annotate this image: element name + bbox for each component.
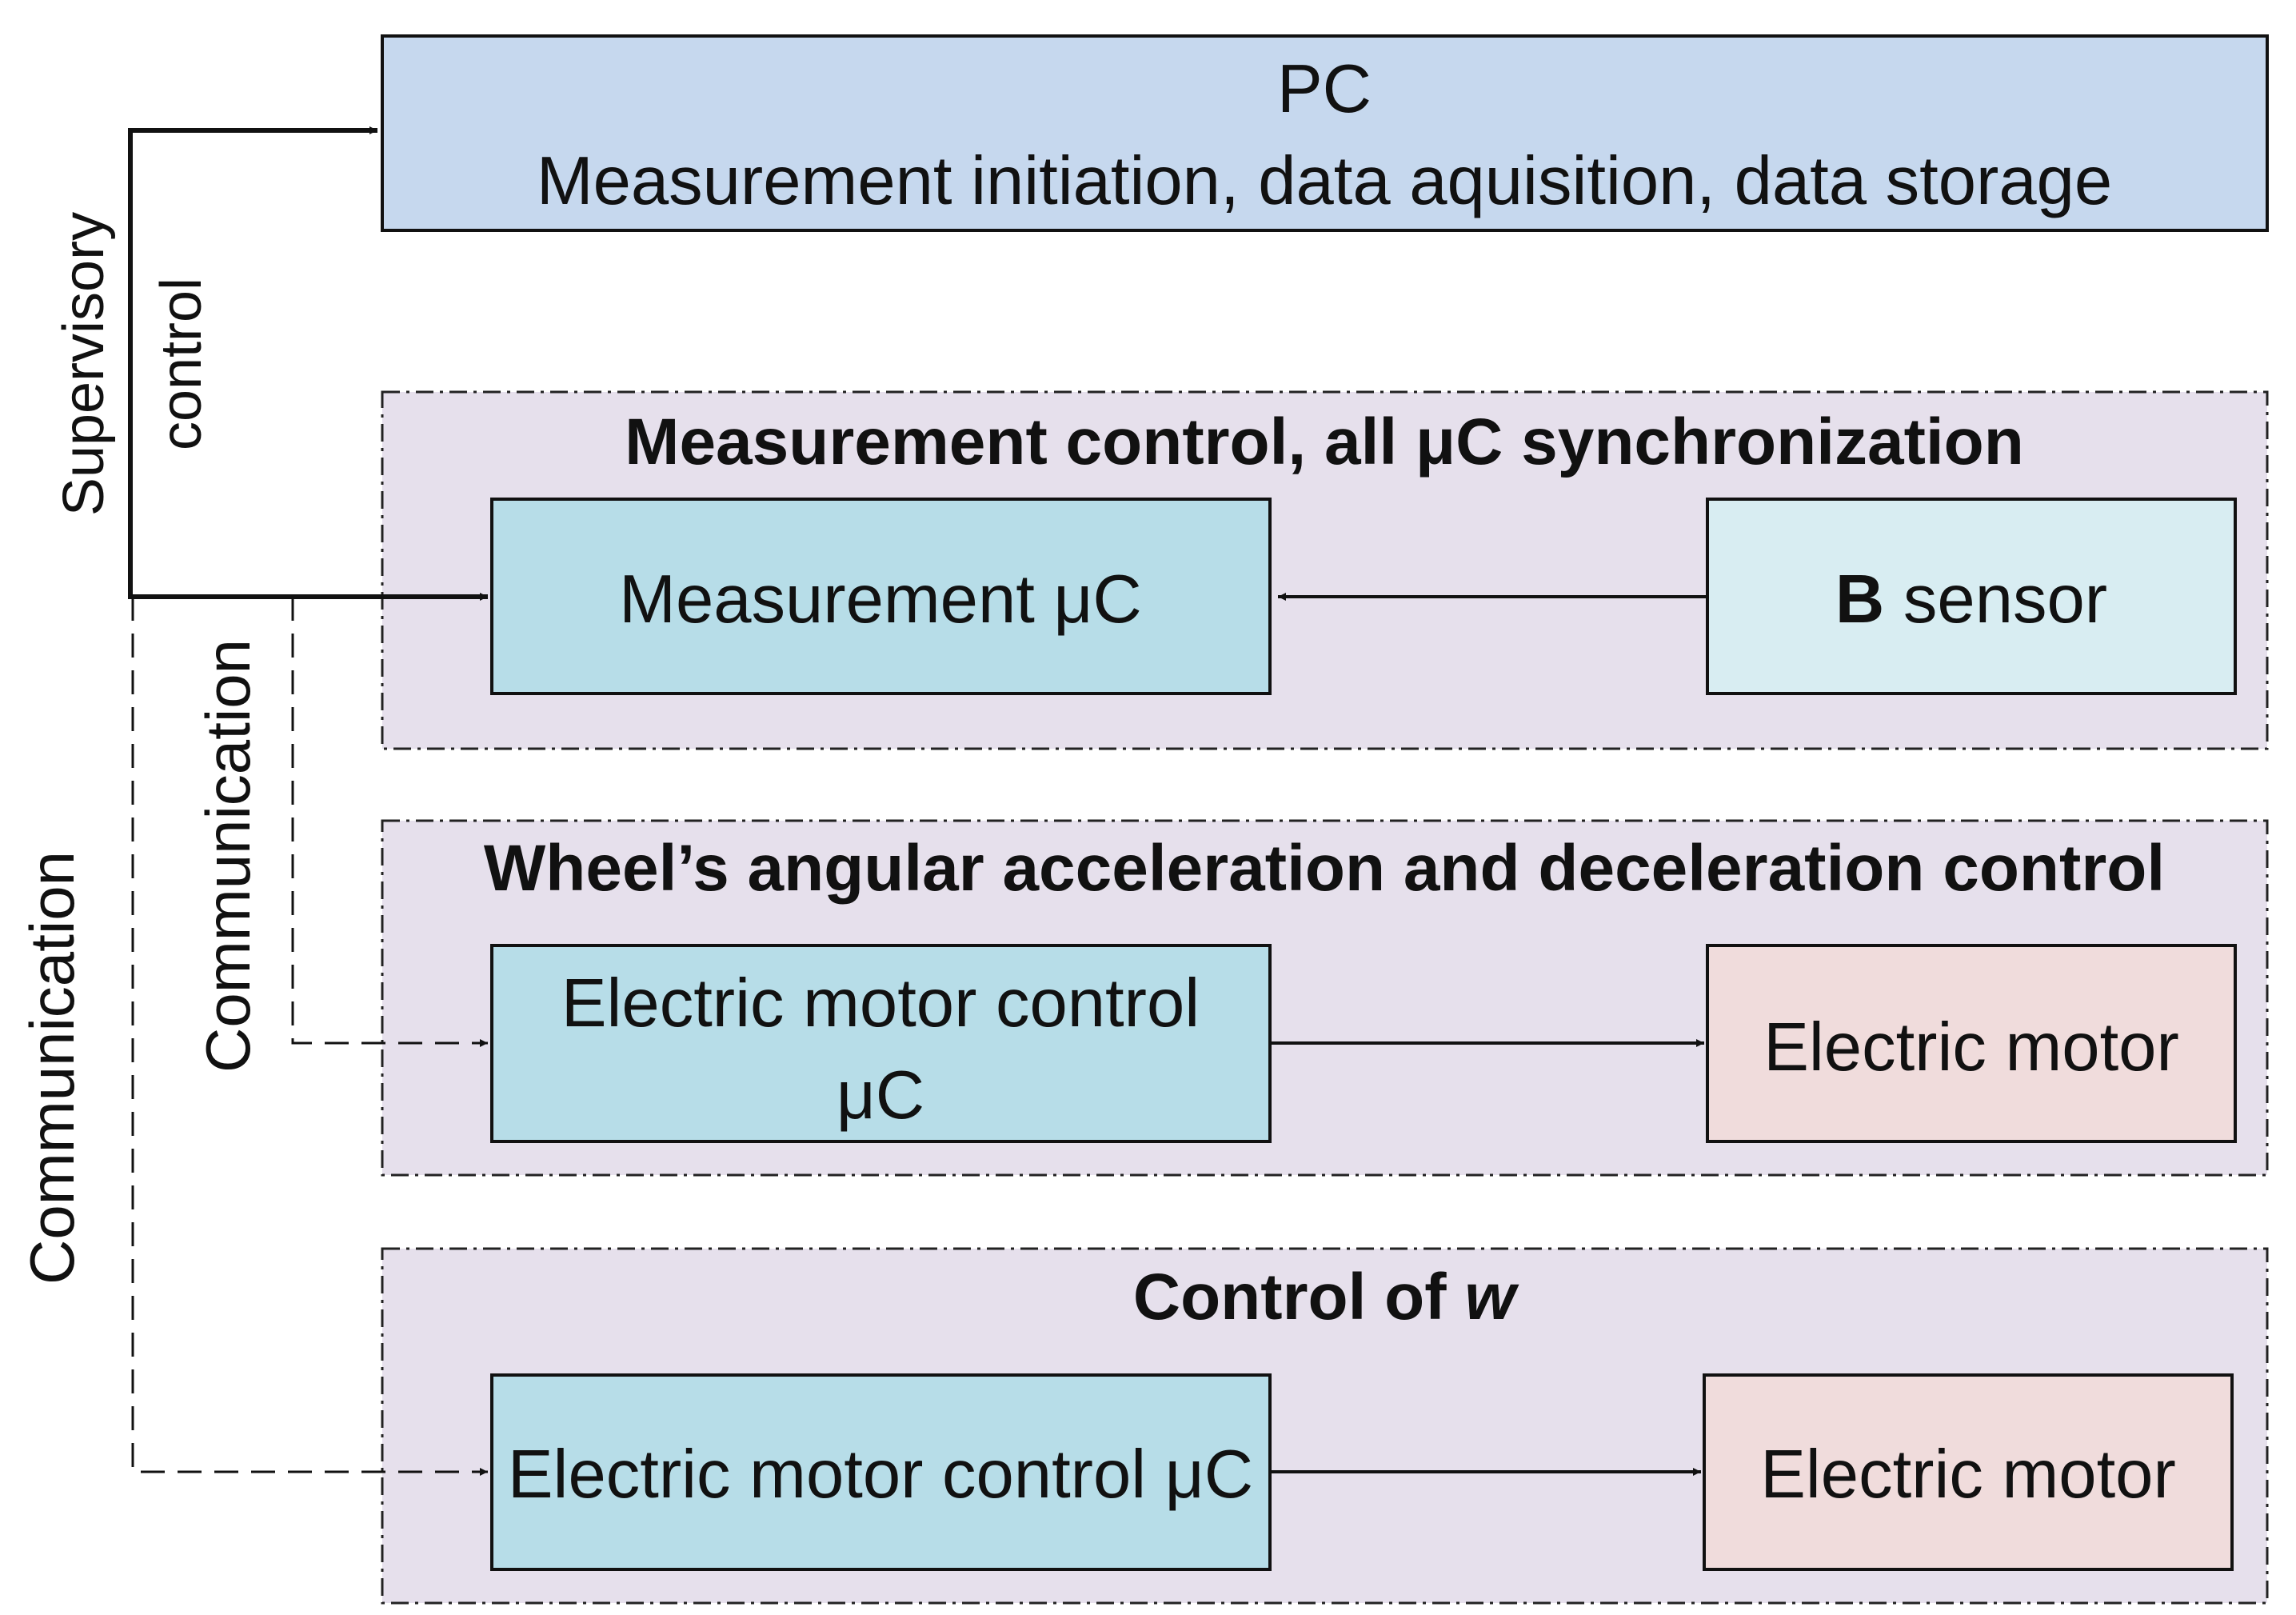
measurement-uc-box [490,498,1272,695]
supervisory-control-connection: Supervisory control [52,126,488,601]
motor-control-uc-label-1-line1: Electric motor control [561,965,1200,1041]
pc-title: PC [1277,51,1372,127]
motor-control-uc-label-1-line2: μC [837,1057,924,1133]
b-sensor-symbol: B [1835,562,1884,638]
control-of-w-variable: w [1464,1261,1519,1333]
control-of-w-prefix: Control of [1133,1261,1464,1333]
communication-outer-line [131,597,488,1476]
supervisory-label-line1: Supervisory [52,212,116,516]
pc-subtitle: Measurement initiation, data aquisition,… [537,143,2112,219]
electric-motor-label-1: Electric motor [1763,1009,2179,1085]
group-measurement-control-title: Measurement control, all μC synchronizat… [625,406,2024,478]
group-wheel-acceleration-control: Wheel’s angular acceleration and deceler… [381,819,2269,1177]
communication-inner-connection: Communication [193,597,488,1073]
electric-motor-label-2: Electric motor [1760,1437,2176,1513]
communication-inner-line [291,597,488,1047]
communication-outer-label: Communication [17,851,87,1285]
supervisory-line-to-pc [128,126,377,597]
group-measurement-control: Measurement control, all μC synchronizat… [381,390,2269,750]
motor-control-uc-box-1 [490,944,1272,1143]
motor-control-uc-box-2 [490,1373,1272,1571]
group-wheel-acceleration-title: Wheel’s angular acceleration and deceler… [484,832,2165,905]
pc-block: PC Measurement initiation, data aquisiti… [381,34,2269,232]
group-control-of-w-title: Control of w [1133,1261,1519,1333]
communication-outer-connection: Communication [17,597,488,1476]
supervisory-label-line2: control [150,278,214,450]
electric-motor-box-2 [1703,1373,2234,1571]
b-sensor-label: B sensor [1835,562,2107,638]
b-sensor-box [1706,498,2237,695]
b-sensor-text: sensor [1884,562,2107,638]
group-control-of-w: Control of w Electric motor control μC E… [381,1247,2269,1605]
communication-inner-label: Communication [193,639,263,1073]
measurement-uc-label: Measurement μC [619,562,1142,638]
electric-motor-box-1 [1706,944,2237,1143]
pc-box [381,34,2269,232]
motor-control-uc-label-2: Electric motor control μC [508,1437,1253,1513]
